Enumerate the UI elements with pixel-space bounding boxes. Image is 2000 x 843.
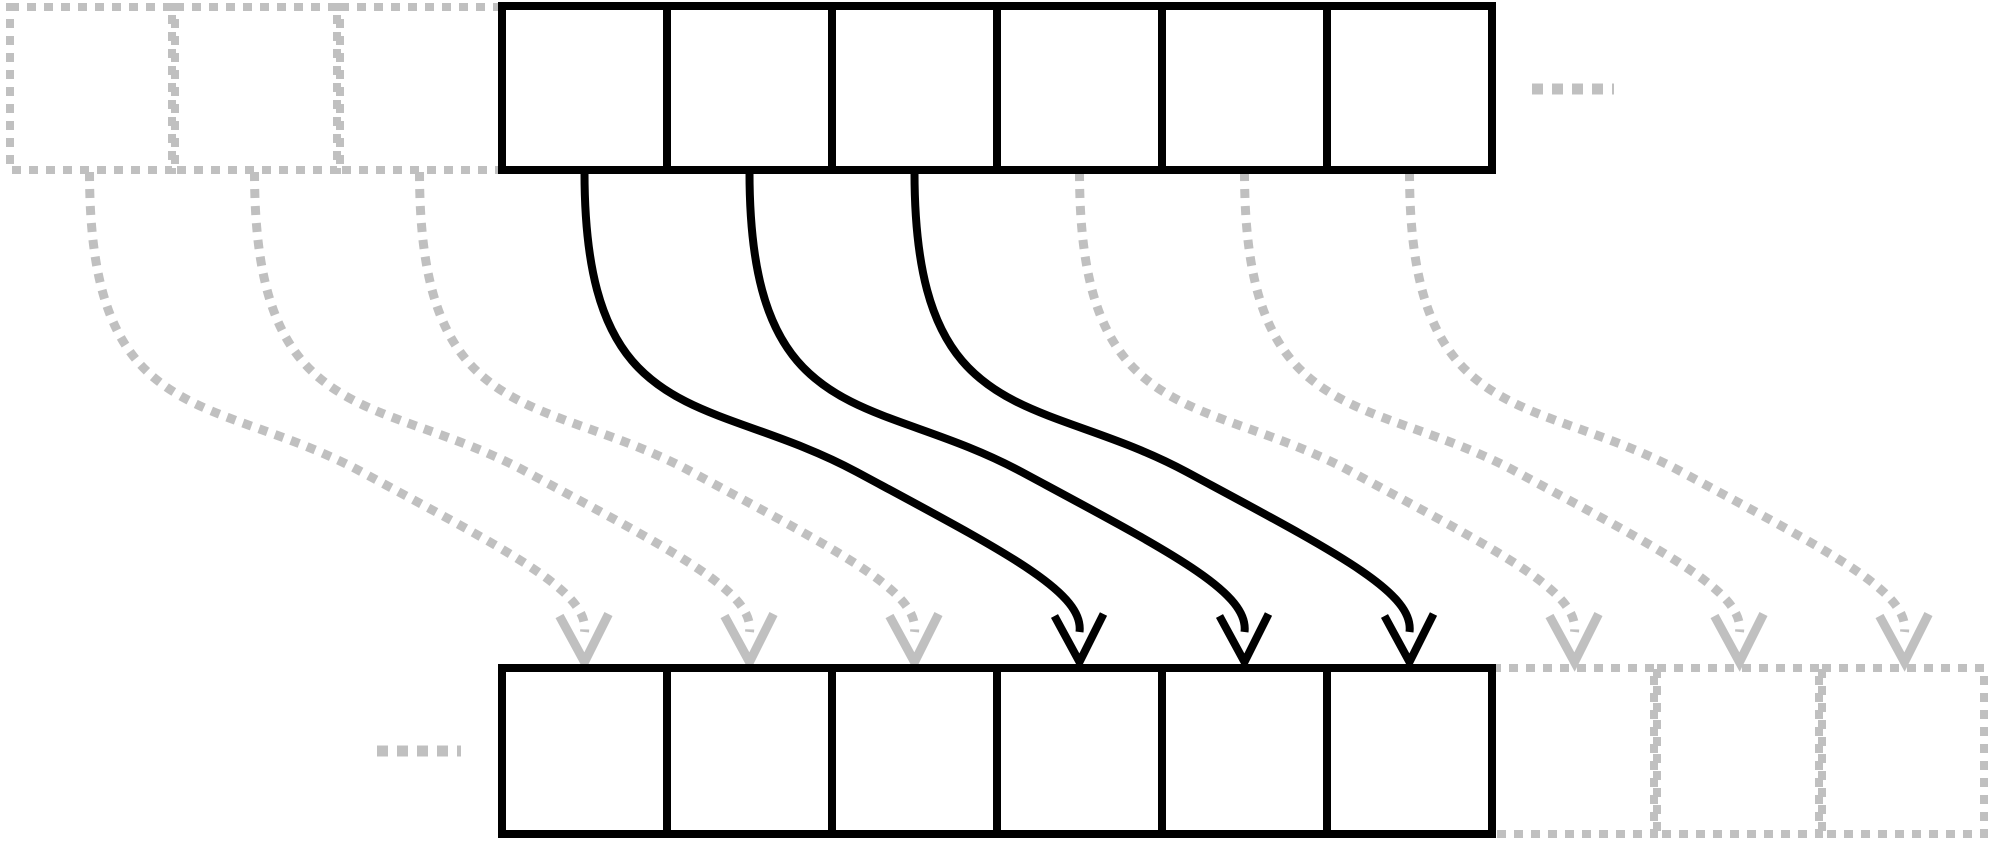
dotted-layer — [6, 3, 1988, 838]
top-cell-1 — [498, 2, 671, 174]
dotted-cell-bottom-right-3 — [1818, 664, 1988, 838]
dotted-arrowhead-from-left-1 — [555, 611, 613, 672]
solid-arrow-1 — [580, 171, 1084, 633]
bottom-cell-4 — [993, 664, 1166, 838]
dotted-arrowhead-from-left-3 — [885, 611, 943, 672]
top-cell-3 — [828, 2, 1001, 174]
dotted-arrowhead-to-right-1 — [1545, 611, 1603, 672]
top-cell-4 — [993, 2, 1166, 174]
bottom-cell-6 — [1323, 664, 1496, 838]
solid-arrowhead-3 — [1380, 612, 1438, 671]
dotted-arrowhead-from-left-2 — [720, 611, 778, 672]
dotted-arrow-to-right-1 — [1075, 171, 1580, 633]
dotted-arrow-to-right-3 — [1405, 171, 1910, 633]
dotted-cell-bottom-right-2 — [1653, 664, 1823, 838]
dotted-arrowhead-to-right-3 — [1875, 611, 1933, 672]
dotted-cell-top-left-3 — [6, 3, 176, 174]
top-cell-2 — [663, 2, 836, 174]
bottom-cell-2 — [663, 664, 836, 838]
dotted-arrow-from-left-3 — [415, 171, 920, 633]
bottom-cell-5 — [1158, 664, 1331, 838]
bottom-cell-3 — [828, 664, 1001, 838]
solid-layer — [498, 2, 1496, 838]
dotted-arrow-from-left-2 — [250, 171, 755, 633]
dotted-cell-top-left-1 — [336, 3, 506, 174]
dotted-arrowhead-to-right-2 — [1710, 611, 1768, 672]
dotted-arrow-from-left-1 — [85, 171, 590, 633]
solid-arrow-2 — [745, 171, 1249, 633]
solid-arrowhead-2 — [1215, 612, 1273, 671]
bottom-cell-1 — [498, 664, 671, 838]
dotted-cell-bottom-right-1 — [1488, 664, 1658, 838]
solid-arrow-3 — [910, 171, 1414, 633]
top-cell-6 — [1323, 2, 1496, 174]
solid-arrowhead-1 — [1050, 612, 1108, 671]
dotted-cell-top-left-2 — [171, 3, 341, 174]
top-cell-5 — [1158, 2, 1331, 174]
dotted-arrow-to-right-2 — [1240, 171, 1745, 633]
